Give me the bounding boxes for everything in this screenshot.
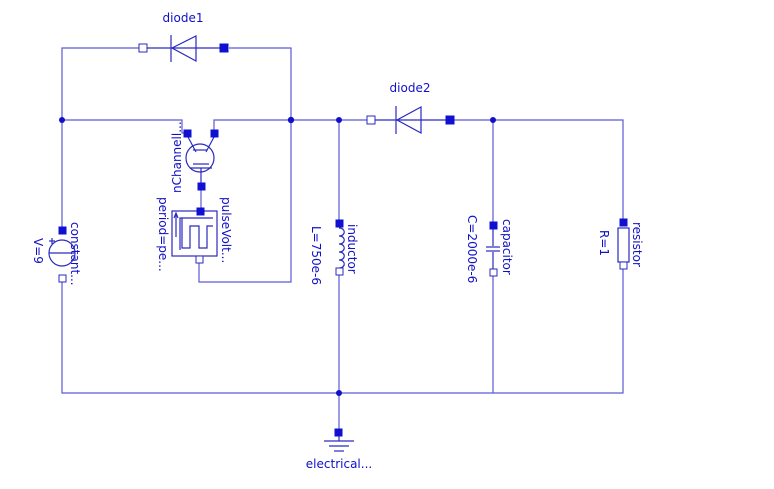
mosfet-label: nChannell...	[170, 121, 184, 193]
ground-pin[interactable]	[334, 428, 343, 437]
junction-dot	[59, 117, 65, 123]
junction-dot	[336, 117, 342, 123]
ground-label: electrical...	[306, 457, 372, 471]
pulse-voltage-component[interactable]: pulseVolt... period=pe...	[156, 197, 233, 272]
junction-dot	[490, 117, 496, 123]
diode2-component[interactable]: diode2	[366, 81, 455, 135]
constant-voltage-component[interactable]: constant... V=9	[31, 222, 82, 286]
pulse-pin-positive[interactable]	[196, 207, 205, 216]
capacitor-pin-p[interactable]	[489, 221, 498, 230]
ground-component[interactable]: electrical...	[306, 428, 372, 471]
diode1-pin-cathode[interactable]	[138, 43, 148, 53]
wire-resistor-return[interactable]	[493, 266, 624, 394]
inductor-param: L=750e-6	[309, 226, 323, 285]
pulse-wave-icon	[179, 217, 213, 250]
diode1-triangle	[170, 35, 197, 63]
diode2-pin-cathode[interactable]	[445, 115, 455, 125]
wire-source-to-ground-rail[interactable]	[61, 279, 339, 394]
capacitor-pin-n[interactable]	[489, 268, 498, 277]
resistor-pin-n[interactable]	[619, 261, 628, 270]
inductor-coil	[338, 227, 345, 269]
inductor-pin-n[interactable]	[335, 267, 344, 276]
wire-capacitor-return[interactable]	[339, 275, 494, 394]
capacitor-label: capacitor	[500, 219, 514, 275]
junction-dot	[336, 390, 342, 396]
diode1-component[interactable]: diode1	[138, 11, 229, 63]
inductor-label: inductor	[345, 224, 359, 274]
resistor-component[interactable]: resistor R=1	[597, 218, 644, 270]
diode1-label: diode1	[163, 11, 204, 25]
mosfet-pin-drain[interactable]	[210, 129, 219, 138]
diode2-label: diode2	[390, 81, 431, 95]
diode2-triangle	[395, 105, 422, 135]
wire-diode2-to-resistor[interactable]	[453, 119, 624, 222]
source-pin-negative[interactable]	[58, 274, 67, 283]
wire-mosfet-drain-to-node[interactable]	[213, 119, 291, 133]
inductor-pin-p[interactable]	[335, 219, 344, 228]
pulse-arrow-icon	[173, 211, 179, 237]
diode1-pin-anode[interactable]	[219, 43, 229, 53]
pulse-param: period=pe...	[156, 197, 170, 272]
capacitor-component[interactable]: capacitor C=2000e-6	[465, 215, 514, 283]
capacitor-param: C=2000e-6	[465, 215, 479, 283]
junctions	[59, 116, 496, 396]
source-param: V=9	[31, 238, 45, 264]
resistor-pin-p[interactable]	[619, 218, 628, 227]
junction-dot	[287, 116, 295, 124]
wire-diode1-left[interactable]	[61, 47, 142, 120]
diode2-pin-anode[interactable]	[366, 115, 376, 125]
wire-pulse-to-node[interactable]	[198, 120, 292, 283]
source-pin-positive[interactable]	[58, 226, 67, 235]
pulse-label: pulseVolt...	[219, 197, 233, 263]
pulse-pin-negative[interactable]	[195, 255, 204, 264]
pulse-box	[171, 210, 218, 257]
mosfet-pin-source[interactable]	[197, 182, 206, 191]
resistor-body	[617, 227, 630, 263]
mosfet-pin-gate[interactable]	[183, 129, 192, 138]
wire-diode1-right[interactable]	[229, 47, 292, 120]
mosfet-component[interactable]: nChannell...	[170, 121, 219, 193]
resistor-label: resistor	[630, 222, 644, 267]
inductor-component[interactable]: inductor L=750e-6	[309, 219, 359, 285]
resistor-param: R=1	[597, 230, 611, 256]
wires	[61, 47, 624, 431]
mosfet-body	[185, 143, 215, 173]
